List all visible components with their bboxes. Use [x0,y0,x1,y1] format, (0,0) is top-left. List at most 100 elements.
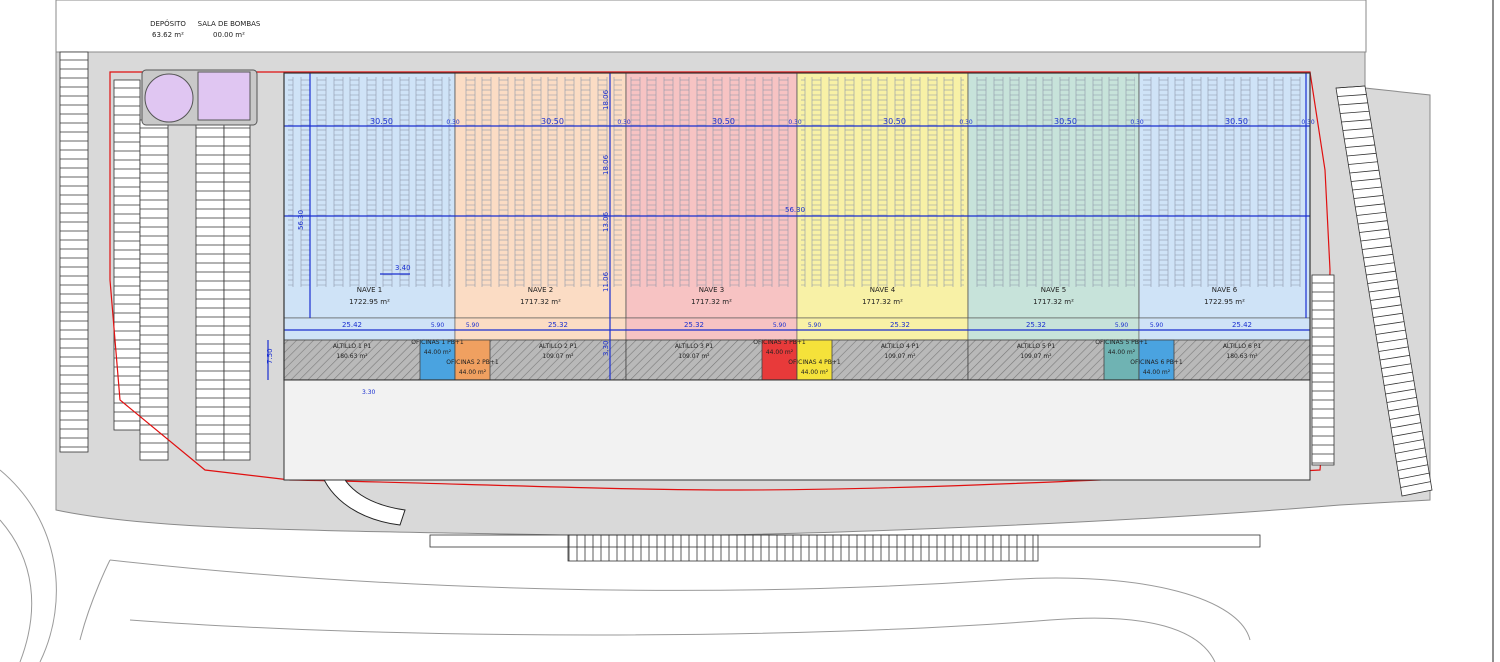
parking-bottom [429,534,1261,562]
nave-aisle [283,317,456,341]
dim-office-width: 5.90 [466,322,480,329]
nave-1 [283,72,456,341]
pump-room [197,71,251,121]
rack-rows [459,77,622,287]
nave-area: 1717.32 m² [1033,298,1074,306]
oficina-name: OFICINAS 5 PB+1 [1095,339,1148,346]
dim-mezz-width: 25.32 [548,321,568,329]
altillo-area: 109.07 m² [678,353,710,360]
dim-depth-b: 18.06 [602,154,610,175]
nave-area: 1717.32 m² [691,298,732,306]
parking-right [1311,85,1433,497]
dim-mezz-width: 25.32 [684,321,704,329]
deposit-area: 63.62 m² [152,31,184,39]
oficina-block [1138,339,1175,381]
rack-rows [1143,77,1306,287]
dim-depth-a: 18.06 [602,89,610,110]
dim-depth-c: 13.06 [602,211,610,232]
nave-name: NAVE 2 [528,286,553,294]
dim-gap-top: 0.30 [959,119,973,126]
dim-mezz-width: 25.42 [342,321,362,329]
nave-2 [454,72,627,341]
oficina-area: 44.00 m² [801,369,829,376]
nave-aisle [625,317,798,341]
mezzanine-row [283,339,1311,381]
dim-office-width: 5.90 [1115,322,1129,329]
dim-width-top: 30.50 [370,117,393,126]
altillo-name: ALTILLO 4 P1 [881,343,920,350]
parking-stalls [59,51,251,461]
oficina-name: OFICINAS 1 PB+1 [411,339,464,346]
parking-column [113,79,141,431]
altillo-area: 180.63 m² [336,353,368,360]
oficina-area: 44.00 m² [766,349,794,356]
rack-rows [972,77,1135,287]
dim-office-width: 5.90 [431,322,445,329]
dim-gap-top: 0.30 [617,119,631,126]
oficina-block [796,339,833,381]
rack-rows [288,77,451,287]
dim-gap-top: 0.30 [446,119,460,126]
dim-width-top: 30.50 [883,117,906,126]
deposit-name: DEPÓSITO [150,19,186,28]
pumps-name: SALA DE BOMBAS [198,20,261,28]
dim-office-width: 5.90 [773,322,787,329]
rack-rows [630,77,793,287]
nave-6 [1138,72,1311,341]
dim-dock: 3.30 [362,389,376,396]
warehouse-bays [283,72,1311,341]
oficina-area: 44.00 m² [1108,349,1136,356]
dim-width-top: 30.50 [1054,117,1077,126]
site-top-strip [55,0,1367,53]
dim-depth-d: 11.06 [602,271,610,292]
parking-right-inner [1311,274,1335,466]
dock-apron [283,379,1311,481]
oficina-name: OFICINAS 6 PB+1 [1130,359,1183,366]
nave-aisle [454,317,627,341]
rack-rows [801,77,964,287]
nave-5 [967,72,1140,341]
dimension-texts: 56.30 18.06 18.06 13.06 11.06 3.30 7.50 … [266,89,805,396]
oficina-area: 44.00 m² [459,369,487,376]
nave-4 [796,72,969,341]
dim-mezz-width: 25.32 [1026,321,1046,329]
nave-name: NAVE 4 [870,286,896,294]
nave-area: 1717.32 m² [520,298,561,306]
dim-depth-mezz: 3.30 [602,340,610,356]
dim-gap-top: 0.30 [788,119,802,126]
dim-gap-top: 0.30 [1301,119,1315,126]
dim-gap-top: 0.30 [1130,119,1144,126]
oficina-area: 44.00 m² [424,349,452,356]
dimension-lines [267,73,1310,380]
altillo-area: 109.07 m² [1020,353,1052,360]
nave-name: NAVE 3 [699,286,724,294]
dim-mid-marker: 56.30 [785,206,805,214]
altillo-area: 109.07 m² [542,353,574,360]
altillo-name: ALTILLO 3 P1 [675,343,714,350]
dim-office-width: 5.90 [808,322,822,329]
dim-altillo-depth: 7.50 [266,348,274,364]
oficina-name: OFICINAS 2 PB+1 [446,359,499,366]
altillo-name: ALTILLO 2 P1 [539,343,578,350]
dim-width-top: 30.50 [712,117,735,126]
nave-aisle [967,317,1140,341]
nave-name: NAVE 6 [1212,286,1238,294]
dim-office-width: 5.90 [1150,322,1164,329]
parking-column [59,51,89,453]
nave-aisle [796,317,969,341]
nave-3 [625,72,798,341]
altillo-name: ALTILLO 1 P1 [333,343,372,350]
nave-area: 1722.95 m² [1204,298,1245,306]
dim-mezz-width: 25.32 [890,321,910,329]
altillo-name: ALTILLO 5 P1 [1017,343,1056,350]
oficina-name: OFICINAS 3 PB+1 [753,339,806,346]
dim-depth-total: 56.30 [297,210,305,230]
pumps-area: 00.00 m² [213,31,245,39]
oficina-name: OFICINAS 4 PB+1 [788,359,841,366]
nave-area: 1717.32 m² [862,298,903,306]
oficina-area: 44.00 m² [1143,369,1171,376]
deposit-tank [144,73,194,123]
dim-mezz-width: 25.42 [1232,321,1252,329]
dim-width-top: 30.50 [1225,117,1248,126]
